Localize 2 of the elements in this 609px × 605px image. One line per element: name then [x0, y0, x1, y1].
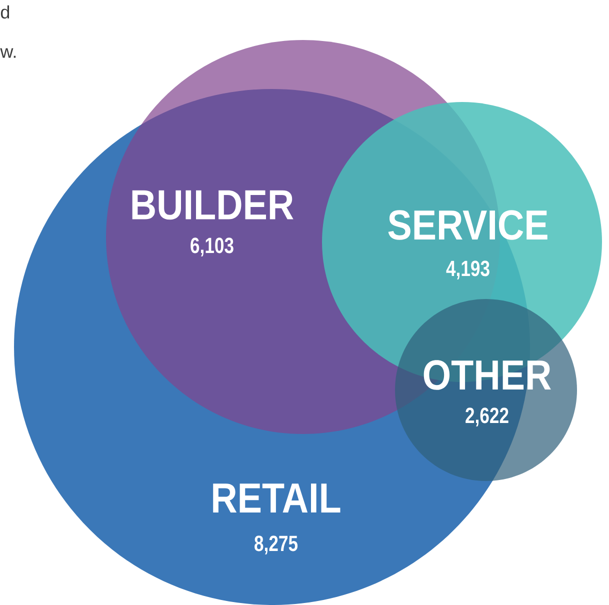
text-fragment: w. — [0, 48, 16, 58]
text-fragment: d — [0, 5, 10, 19]
